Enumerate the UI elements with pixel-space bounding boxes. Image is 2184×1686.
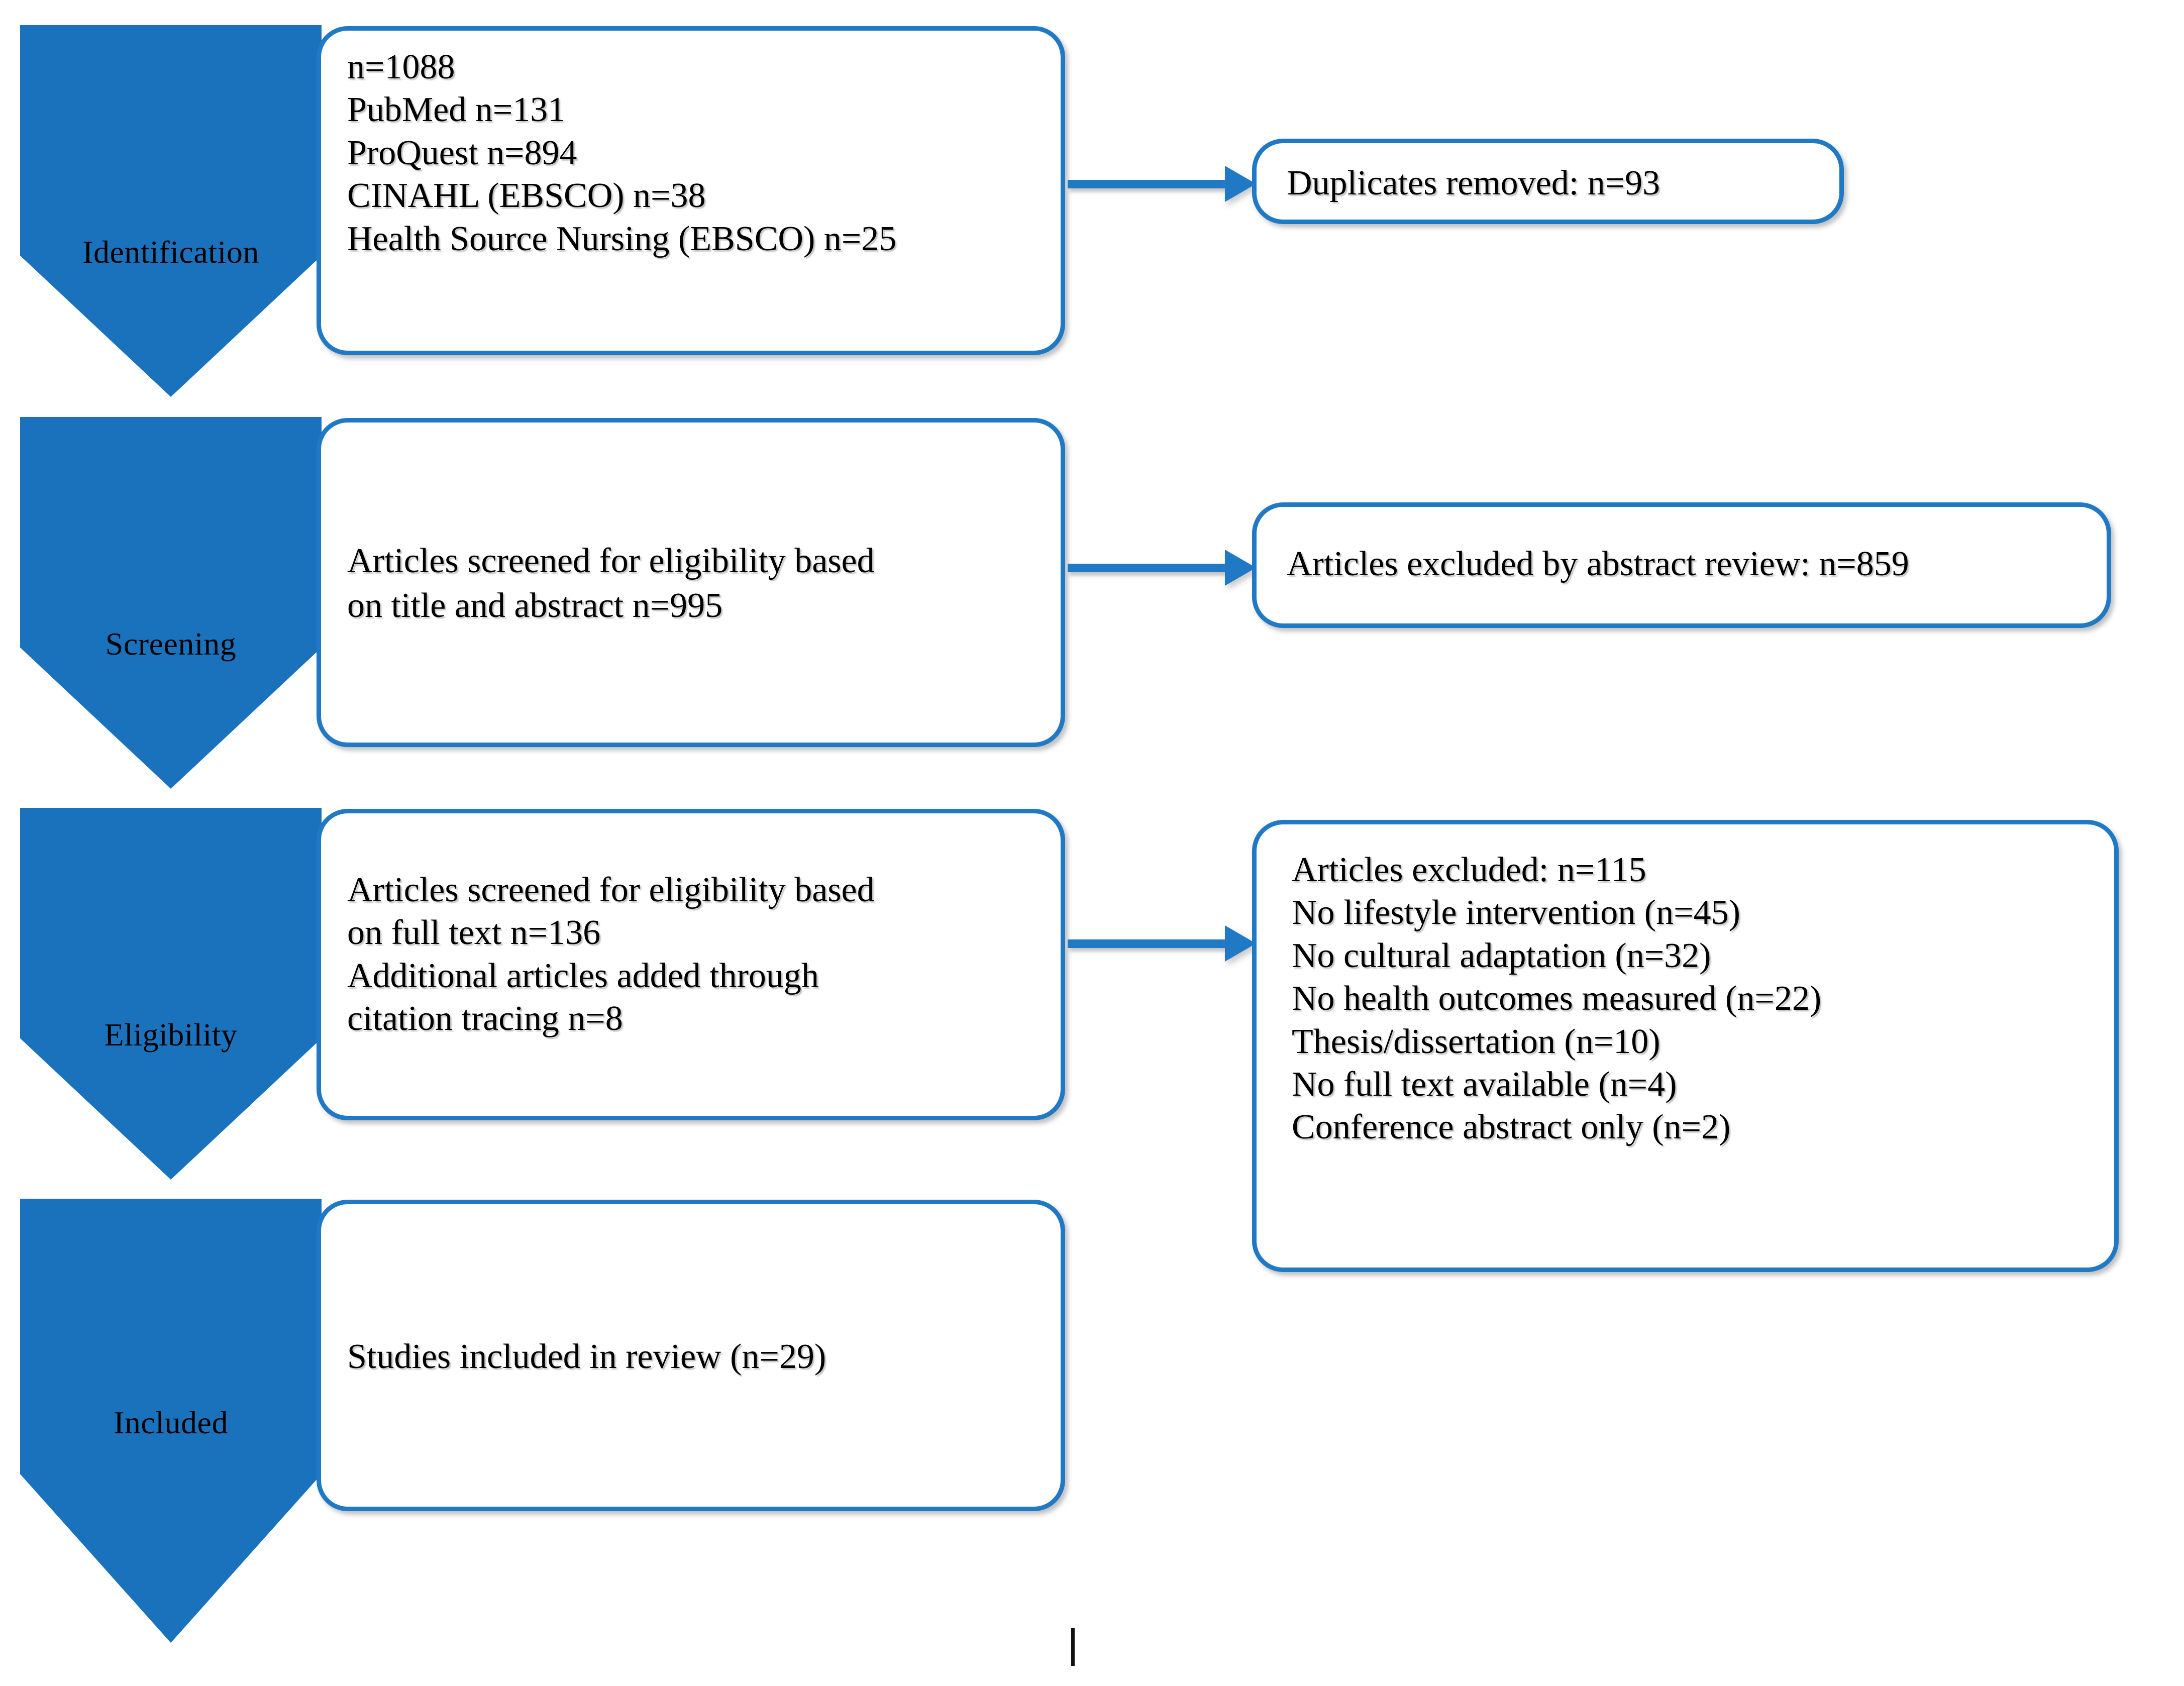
stage-label-identification: Identification [82, 234, 259, 270]
box-abstract-exclusions-text: Articles excluded by abstract review: n=… [1287, 545, 1909, 583]
box-fulltext-exclusions: Articles excluded: n=115 No lifestyle in… [1252, 820, 2119, 1272]
box-duplicates-removed-text: Duplicates removed: n=93 [1287, 164, 1660, 202]
box-screening: Articles screened for eligibility based … [317, 418, 1065, 747]
stage-chevron-screening [20, 417, 322, 789]
box-identification-text: n=1088 PubMed n=131 ProQuest n=894 CINAH… [347, 48, 897, 258]
box-included: Studies included in review (n=29) [317, 1200, 1065, 1511]
box-identification: n=1088 PubMed n=131 ProQuest n=894 CINAH… [317, 26, 1065, 355]
bottom-tick-mark [1071, 1628, 1075, 1666]
box-eligibility-text: Articles screened for eligibility based … [347, 871, 875, 1038]
stage-chevron-identification [20, 25, 322, 397]
box-eligibility: Articles screened for eligibility based … [317, 809, 1065, 1120]
box-screening-text: Articles screened for eligibility based … [347, 542, 875, 625]
stage-label-eligibility: Eligibility [104, 1017, 238, 1052]
box-included-text: Studies included in review (n=29) [347, 1337, 826, 1376]
box-duplicates-removed: Duplicates removed: n=93 [1252, 139, 1844, 224]
stage-label-screening: Screening [105, 626, 237, 662]
box-fulltext-exclusions-text: Articles excluded: n=115 No lifestyle in… [1292, 851, 1822, 1147]
stage-chevron-eligibility [20, 808, 322, 1180]
stage-label-included: Included [114, 1405, 228, 1440]
box-abstract-exclusions: Articles excluded by abstract review: n=… [1252, 502, 2111, 628]
